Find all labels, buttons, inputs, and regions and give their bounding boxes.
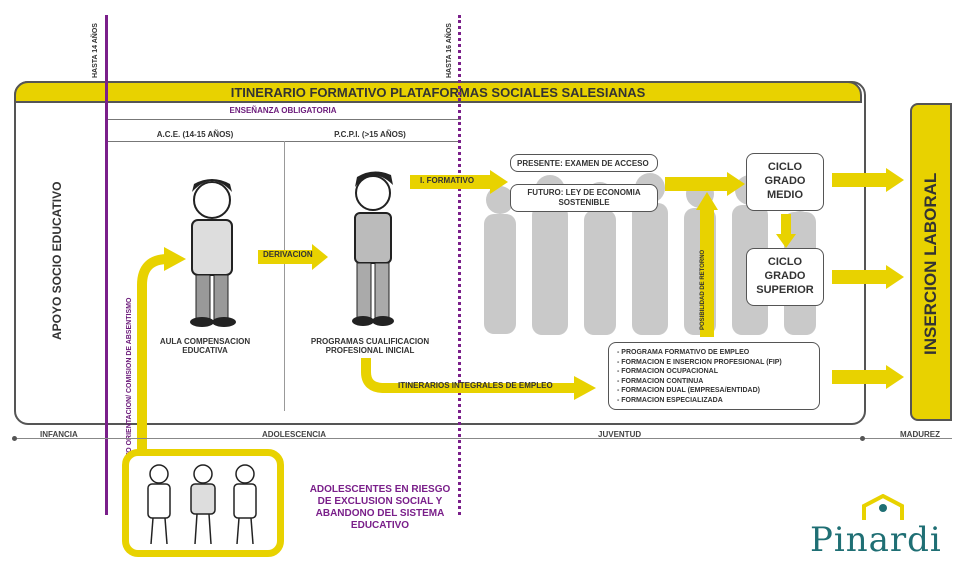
student-figure-1 [190, 179, 236, 327]
program-item: - FORMACION E INSERCION PROFESIONAL (FIP… [617, 358, 782, 366]
apoyo-label: APOYO SOCIO EDUCATIVO [50, 181, 64, 340]
pinardi-logo: Pinardi [810, 520, 942, 560]
programas-label: PROGRAMAS CUALIFICACION PROFESIONAL INIC… [310, 337, 430, 355]
programs-to-insercion-arrow [832, 365, 904, 389]
aula-label: AULA COMPENSACION EDUCATIVA [159, 337, 251, 355]
stage-line [105, 141, 461, 142]
timeline-dot [860, 436, 865, 441]
at-risk-students-box [122, 449, 284, 557]
diagram-title: ITINERARIO FORMATIVO PLATAFORMAS SOCIALE… [14, 81, 862, 103]
i-formativo-label: I. FORMATIVO [420, 176, 475, 185]
derivacion-label: DERIVACION [263, 250, 313, 259]
program-item: - PROGRAMA FORMATIVO DE EMPLEO [617, 349, 750, 356]
hasta16-label: HASTA 16 AÑOS [446, 23, 453, 78]
program-item: - FORMACION CONTINUA [617, 377, 704, 385]
pcpi-label: P.C.P.I. (>15 AÑOS) [334, 130, 406, 139]
propuesta-arrow [137, 247, 186, 545]
ensenanza-line [105, 119, 461, 120]
derivacion-arrow [258, 244, 328, 270]
timeline-adolescencia: ADOLESCENCIA [262, 430, 327, 439]
retorno-arrow [696, 192, 718, 337]
program-item: - FORMACION DUAL (EMPRESA/ENTIDAD) [617, 387, 760, 394]
presente-box: PRESENTE: EXAMEN DE ACCESO [510, 154, 658, 172]
timeline-infancia: INFANCIA [40, 430, 78, 439]
superior-to-insercion-arrow [832, 265, 904, 289]
futuro-box: FUTURO: LEY DE ECONOMIA SOSTENIBLE [510, 184, 658, 212]
itinerarios-label: ITINERARIOS INTEGRALES DE EMPLEO [398, 381, 553, 390]
hasta14-line [105, 15, 108, 515]
program-item: - FORMACION OCUPACIONAL [617, 368, 718, 375]
i-formativo-arrow [410, 170, 508, 194]
to-ciclo-medio-arrow [665, 172, 745, 196]
itinerarios-arrow [361, 358, 596, 400]
pinardi-house-icon [862, 494, 904, 520]
stage-divider [284, 141, 285, 411]
student-figure-2 [352, 171, 394, 326]
timeline-juventud: JUVENTUD [598, 430, 642, 439]
programs-list-box: - PROGRAMA FORMATIVO DE EMPLEO - FORMACI… [608, 342, 820, 410]
insercion-label: INSERCION LABORAL [921, 172, 940, 355]
timeline-madurez: MADUREZ [900, 430, 940, 439]
ensenanza-label: ENSEÑANZA OBLIGATORIA [229, 106, 337, 115]
program-item: - FORMACION ESPECIALIZADA [617, 396, 723, 404]
hasta14-label: HASTA 14 AÑOS [92, 23, 99, 78]
retorno-label: POSIBILIDAD DE RETORNO [700, 249, 706, 330]
hasta16-line [458, 15, 461, 515]
ciclo-superior-box: CICLO GRADO SUPERIOR [746, 248, 824, 306]
medio-to-superior-arrow [776, 214, 796, 248]
medio-to-insercion-arrow [832, 168, 904, 192]
ace-label: A.C.E. (14-15 AÑOS) [156, 130, 234, 139]
at-risk-students-figures [147, 464, 257, 545]
timeline-line [14, 438, 952, 439]
insercion-laboral-box [910, 103, 952, 421]
riesgo-label: ADOLESCENTES EN RIESGO DE EXCLUSION SOCI… [309, 484, 451, 531]
ciclo-medio-box: CICLO GRADO MEDIO [746, 153, 824, 211]
timeline-dot [12, 436, 17, 441]
